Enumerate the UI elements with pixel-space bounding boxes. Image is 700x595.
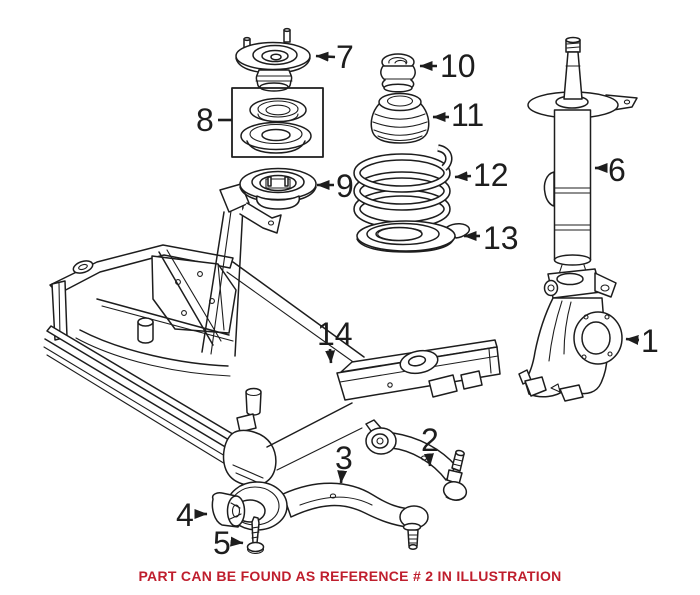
tension-strut-drawing [365,419,468,501]
steering-knuckle-drawing [518,264,623,402]
callout-8: 8 [196,102,232,138]
callout-9: 9 [316,168,354,204]
callout-4: 4 [176,497,208,533]
callout-12-arrow [454,171,472,182]
callout-3-arrow [337,470,348,484]
callout-1-label: 1 [641,323,659,359]
callout-6-label: 6 [608,152,626,188]
callout-11-label: 11 [451,97,484,133]
callout-6: 6 [594,152,626,188]
callout-3: 3 [335,440,353,484]
coil-spring-drawing [353,144,453,229]
bump-stop-drawing [380,53,416,93]
callout-9-label: 9 [336,168,354,204]
callout-13-label: 13 [483,220,519,256]
callout-5-arrow [230,536,244,547]
callout-1-arrow [625,334,640,345]
strut-drawing [527,36,638,266]
callout-7-arrow [315,51,336,62]
callout-5-label: 5 [213,525,231,561]
callout-2-arrow [423,453,434,467]
bolt-drawing [246,516,265,555]
callout-7-label: 7 [336,39,354,75]
callout-13: 13 [463,220,519,256]
subframe-crossmember-drawing [43,183,501,487]
mount-kit-box-drawing [231,87,324,158]
upper-spring-pad-drawing [239,167,317,210]
callout-2: 2 [421,422,439,467]
dust-boot-drawing [370,92,430,144]
callout-5: 5 [213,525,244,561]
callouts: 7 8 9 10 11 12 13 6 [176,39,659,561]
strut-mount-drawing [235,27,311,92]
callout-11: 11 [432,97,484,133]
bushing-drawing [211,492,246,528]
callout-4-label: 4 [176,497,194,533]
callout-7: 7 [315,39,354,75]
callout-14-arrow [325,348,336,364]
callout-14: 14 [317,316,353,364]
callout-10-label: 10 [440,48,476,84]
callout-1: 1 [625,323,659,359]
callout-10: 10 [419,48,476,84]
callout-12-label: 12 [473,157,509,193]
lower-spring-pad-drawing [356,220,471,253]
part-8-box [231,87,324,158]
reference-caption: PART CAN BE FOUND AS REFERENCE # 2 IN IL… [138,568,562,584]
callout-14-label: 14 [317,316,353,352]
callout-12: 12 [454,157,509,193]
callout-8-label: 8 [196,102,214,138]
callout-2-label: 2 [421,422,439,458]
callout-3-label: 3 [335,440,353,476]
